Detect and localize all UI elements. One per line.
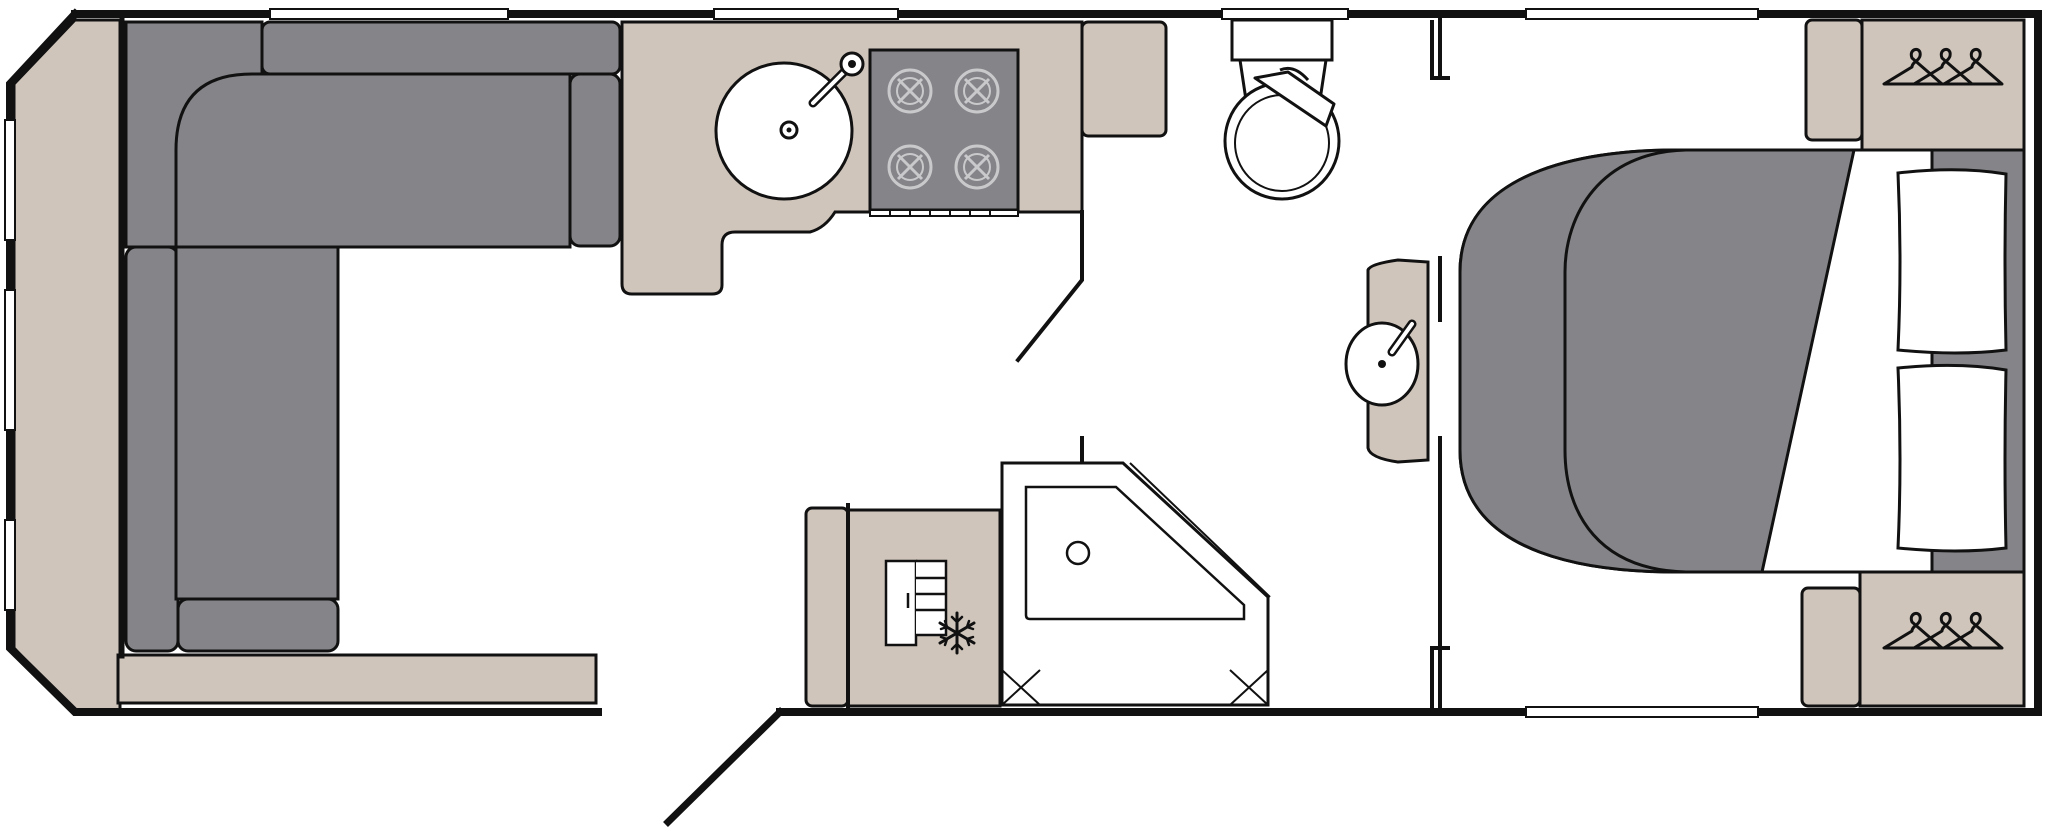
four-burner-hob — [868, 48, 1020, 217]
windows — [4, 8, 1759, 718]
bedroom-area — [1458, 18, 2026, 708]
l-shaped-sofa — [124, 20, 622, 653]
fridge-freezer — [804, 506, 1002, 708]
window — [269, 8, 509, 20]
snowflake-icon — [938, 611, 976, 655]
wardrobe-top-left — [1804, 18, 1864, 142]
window — [1525, 8, 1759, 20]
end-cupboard — [1080, 20, 1168, 138]
wardrobe-bottom-left — [1800, 586, 1862, 708]
washroom-area — [1000, 18, 1430, 707]
window — [1221, 8, 1349, 20]
corner-shower — [1000, 461, 1271, 707]
pillow — [1896, 363, 2008, 553]
window — [4, 519, 16, 611]
entrance-door — [663, 707, 785, 827]
window — [1525, 706, 1759, 718]
island-bed — [1458, 148, 2026, 574]
kitchen-area — [620, 20, 1168, 708]
side-shelf — [116, 653, 598, 705]
round-sink — [714, 51, 865, 201]
walls — [6, 8, 2042, 827]
wardrobe — [1858, 570, 2026, 708]
front-unit — [12, 18, 122, 714]
pillow — [1896, 168, 2008, 355]
washbasin — [1344, 258, 1430, 464]
lounge-area — [12, 18, 622, 714]
window — [4, 119, 16, 241]
toilet — [1223, 18, 1341, 201]
window — [4, 289, 16, 431]
window — [713, 8, 899, 20]
